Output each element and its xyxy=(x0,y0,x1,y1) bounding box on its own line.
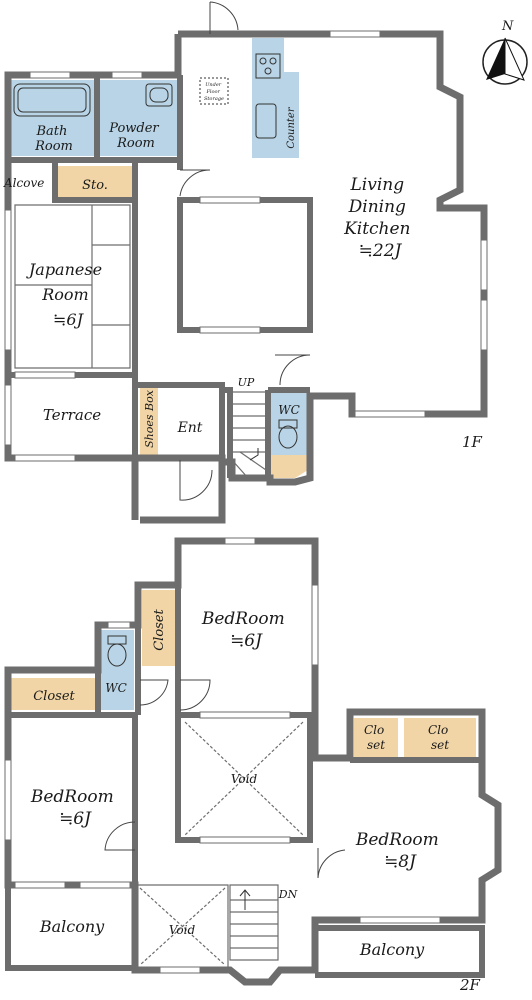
tatami-grid xyxy=(14,204,131,369)
1f-stairs-up xyxy=(231,391,267,479)
bedroom-e-label: BedRoom ≒8J xyxy=(355,830,444,872)
closet-v-label: Closet xyxy=(152,608,167,650)
toilet-2f-icon xyxy=(107,635,127,667)
bath-room-label: Bath Room xyxy=(34,124,73,154)
bath-tub-icon xyxy=(13,83,91,117)
storage-label: Sto. xyxy=(82,178,108,193)
2f-bedroom-ne-door-swing xyxy=(179,679,211,711)
compass: N xyxy=(482,19,528,85)
storage-fill xyxy=(55,166,135,200)
1f-wc-door-swing xyxy=(275,354,311,386)
void-small-label: Void xyxy=(169,923,196,937)
2f-balcony-rails xyxy=(5,885,485,978)
compass-north-letter: N xyxy=(501,19,514,34)
wc-1f-fill xyxy=(270,393,308,455)
void-center-cross xyxy=(184,721,304,836)
balcony-e-label: Balcony xyxy=(359,940,425,959)
wc-2f-fill xyxy=(100,630,134,710)
1f-stair-block xyxy=(177,197,313,333)
2f-bedroom-e-door-swing xyxy=(317,848,346,879)
japanese-room-label: Japanese Room ≒6J xyxy=(26,260,107,329)
1f-ldk-door-swing xyxy=(179,169,211,197)
2f-wc-door-swing xyxy=(139,679,169,706)
wc-1f-cabinet-fill xyxy=(270,455,308,478)
bedroom-ne-label: BedRoom ≒6J xyxy=(201,609,290,651)
closet-v-fill xyxy=(142,590,176,666)
floor-1: Bath Room Powder Room Alcove Sto. Japane… xyxy=(3,1,488,524)
kitchen-sink-icon xyxy=(255,103,277,139)
up-label: UP xyxy=(238,376,255,389)
underfloor-storage-label: Under Floor Storage xyxy=(204,82,224,102)
void-center-label: Void xyxy=(231,772,258,786)
balcony-w-label: Balcony xyxy=(39,917,105,936)
closet-h-label: Closet xyxy=(33,689,75,704)
closet-a-label: Clo set xyxy=(364,723,388,752)
toilet-1f-icon xyxy=(278,419,298,449)
floor-1-label: 1F xyxy=(462,433,483,451)
shoes-box-label: Shoes Box xyxy=(143,389,156,448)
dn-label: DN xyxy=(278,888,298,901)
entrance-label: Ent xyxy=(177,420,203,436)
kitchen-counter-fill xyxy=(252,38,284,158)
powder-room-label: Powder Room xyxy=(108,121,163,151)
bath-room-fill xyxy=(11,80,97,156)
wc-1f-label: WC xyxy=(278,403,300,417)
stove-icon xyxy=(255,53,281,79)
ldk-label: Living Dining Kitchen ≒22J xyxy=(343,175,416,261)
closet-a-fill xyxy=(354,718,398,758)
closet-b-label: Clo set xyxy=(428,723,452,752)
terrace-label: Terrace xyxy=(43,406,101,424)
floor-2: BedRoom ≒6J Closet WC Closet BedRoom ≒6J… xyxy=(4,537,502,994)
alcove-label: Alcove xyxy=(3,176,44,190)
bedroom-w-label: BedRoom ≒6J xyxy=(30,787,119,829)
1f-main-door-swing xyxy=(209,1,239,34)
powder-room-fill xyxy=(99,80,177,156)
powder-sink-icon xyxy=(145,83,173,107)
2f-wc-closet-wall xyxy=(8,585,141,718)
1f-entrance-door-swing xyxy=(179,460,213,501)
2f-exterior-wall xyxy=(4,537,502,986)
counter-label: Counter xyxy=(286,106,297,148)
underfloor-storage-outline xyxy=(199,77,229,105)
1f-entrance-wall xyxy=(138,382,233,478)
void-small-cross xyxy=(139,887,226,966)
1f-bath-partition xyxy=(8,75,183,170)
2f-bedroom-w-door-swing xyxy=(104,821,136,851)
counter-fill xyxy=(284,72,299,158)
closet-h-fill xyxy=(11,678,97,710)
wc-2f-label: WC xyxy=(105,681,127,695)
1f-wc-wall xyxy=(265,387,310,478)
shoes-box-fill xyxy=(140,383,158,455)
closet-b-fill xyxy=(404,718,476,758)
2f-stairs-down xyxy=(229,884,279,961)
floor-2-label: 2F xyxy=(459,976,481,994)
